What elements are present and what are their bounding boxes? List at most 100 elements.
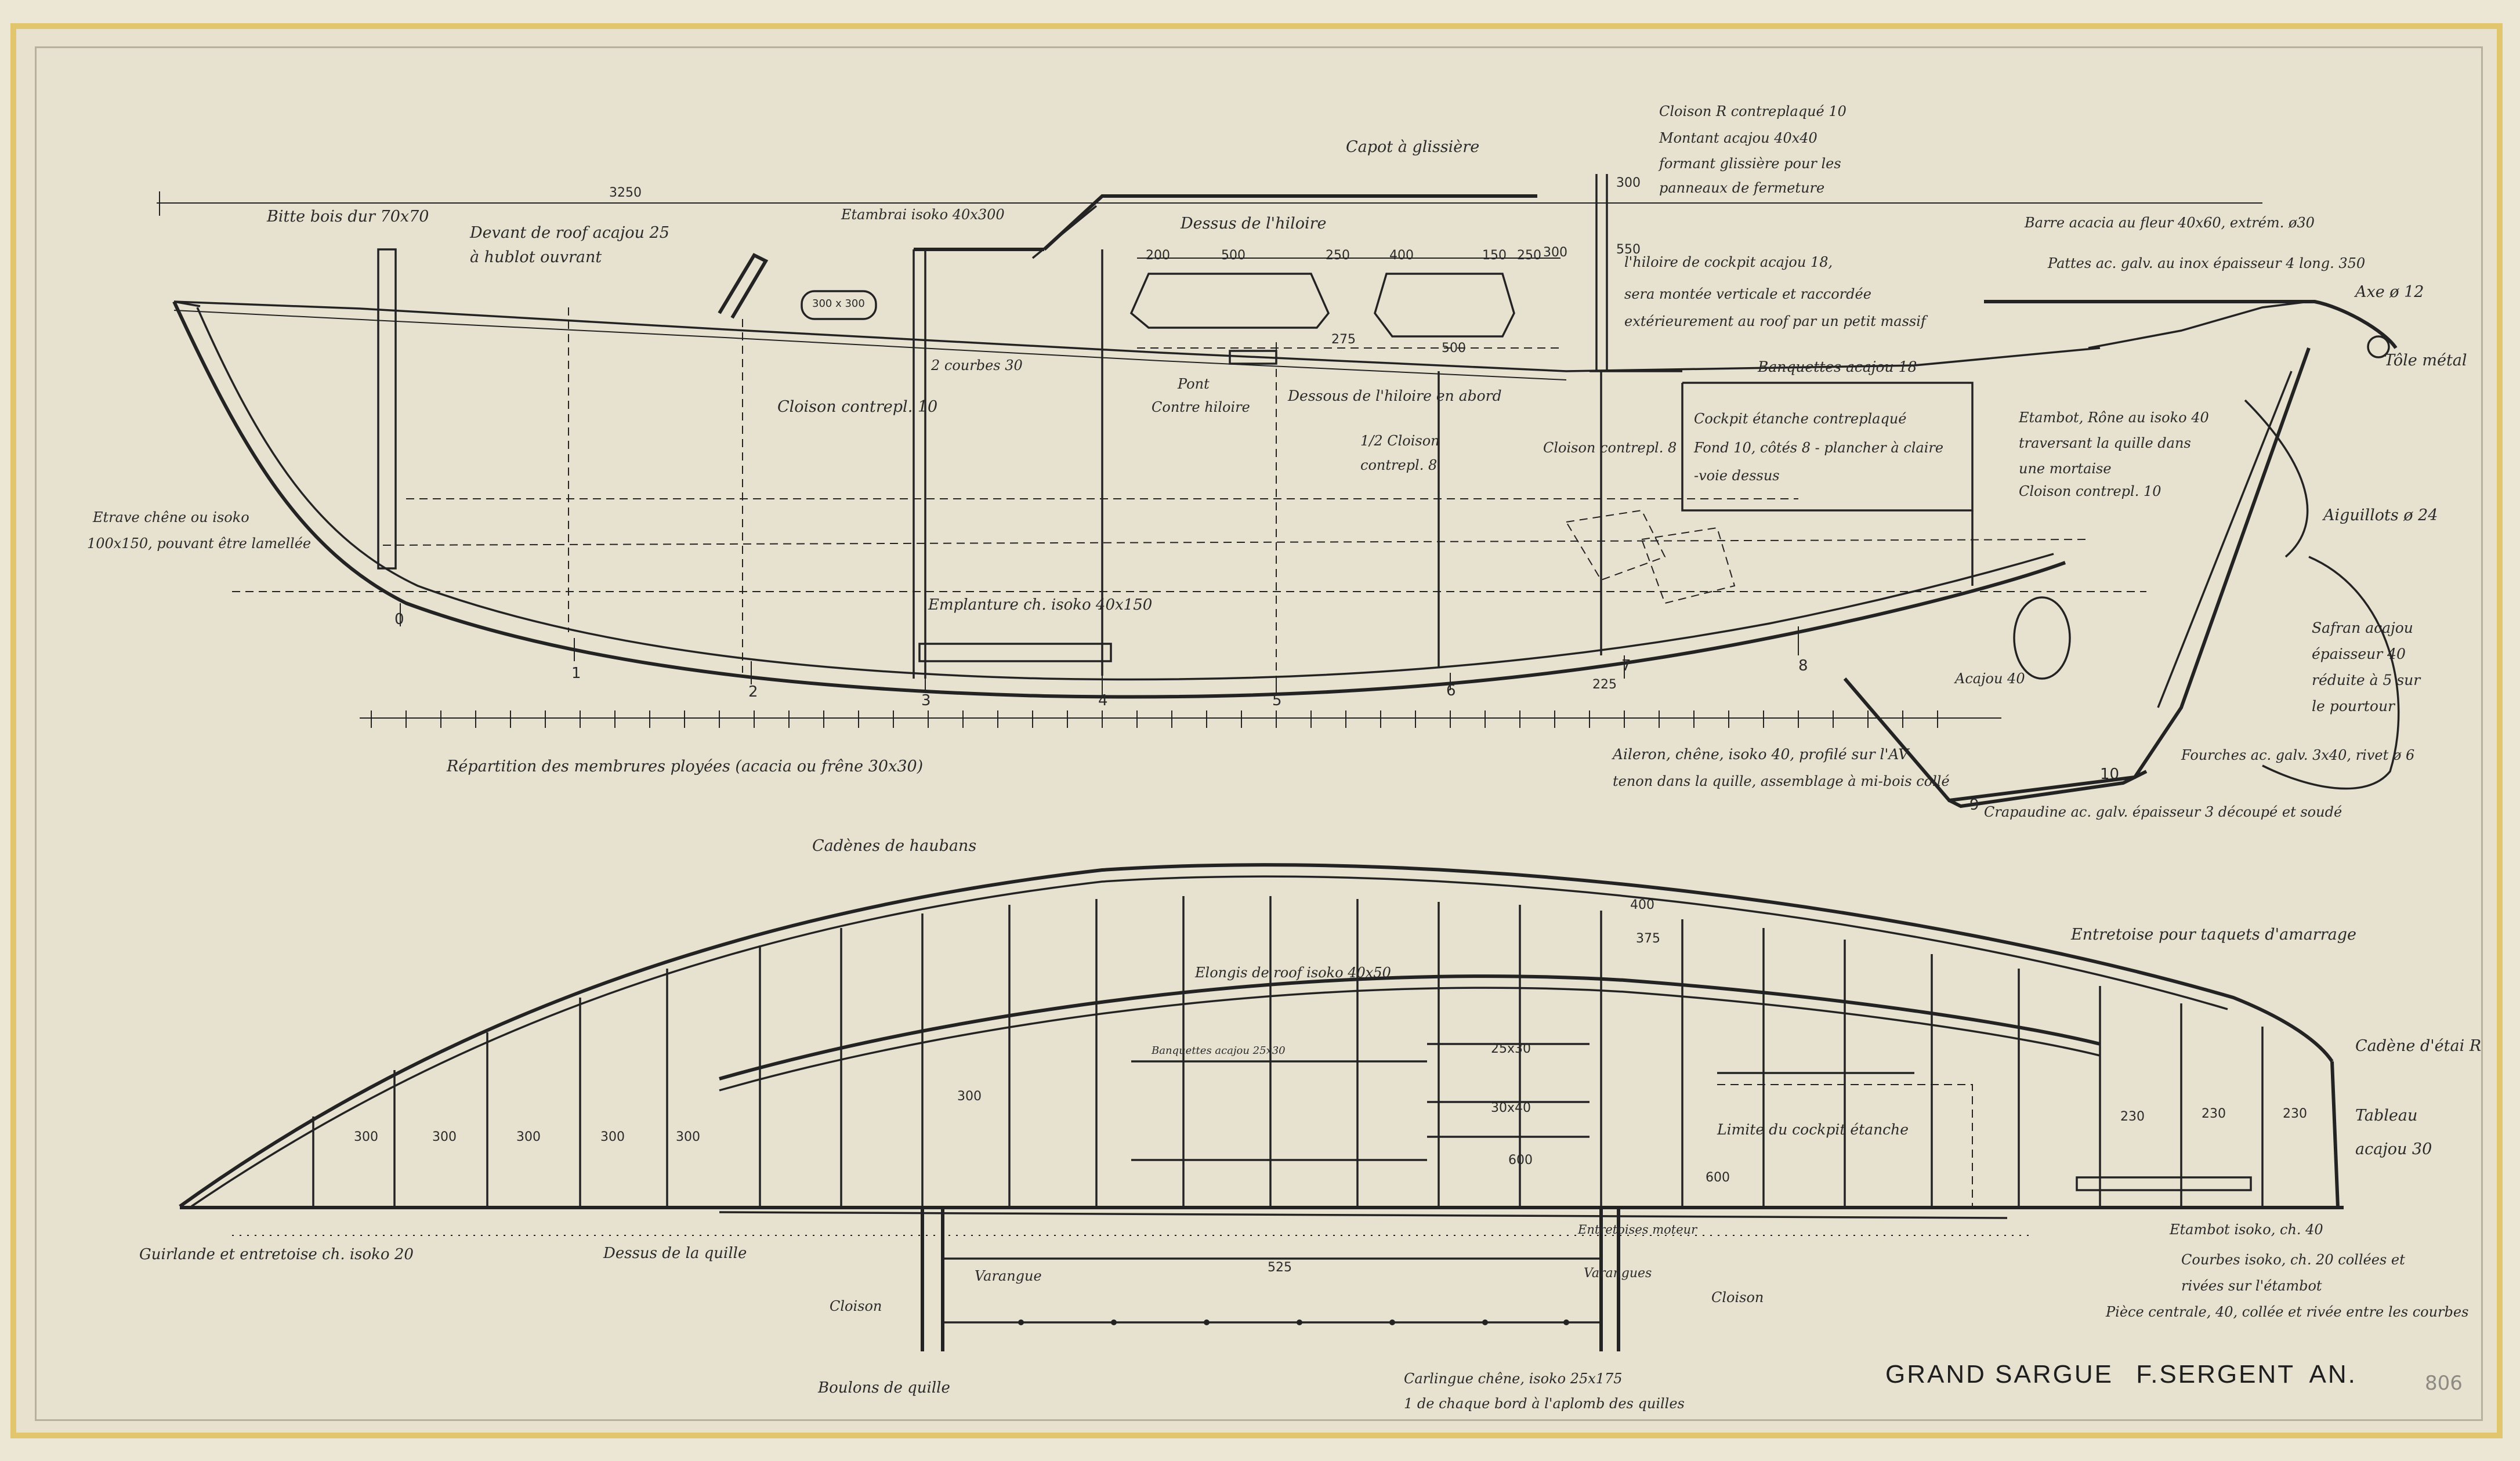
crapaudine: [1948, 770, 2148, 809]
label-etambot-plan: Etambot isoko, ch. 40: [2170, 1221, 2323, 1238]
frame-ticks: [371, 710, 1938, 728]
rudder-blade: [2262, 556, 2400, 790]
station-8: 8: [1798, 657, 1808, 675]
label-safran-3: réduite à 5 sur: [2312, 672, 2421, 688]
bitte-post: [377, 248, 397, 570]
designer-name: F.SERGENT: [2136, 1360, 2295, 1389]
dim-550: 550: [1616, 242, 1641, 257]
label-sera-montee: sera montée verticale et raccordée: [1624, 286, 1871, 302]
label-tole: Tôle métal: [2384, 351, 2467, 369]
label-emplanture: Emplanture ch. isoko 40x150: [928, 596, 1153, 614]
label-cockpit-3: -voie dessus: [1694, 467, 1780, 484]
label-entretoise-moteur: Entretoises moteur: [1578, 1223, 1697, 1237]
plan-dim-525: 525: [1268, 1260, 1292, 1275]
label-etrave-1: Etrave chêne ou isoko: [93, 509, 249, 525]
label-barre: Barre acacia au fleur 40x60, extrém. ø30: [2025, 215, 2315, 231]
plan-dim-300e: 300: [676, 1130, 700, 1144]
plan-dim-300a: 300: [354, 1130, 378, 1144]
label-etambrai: Etambrai isoko 40x300: [841, 206, 1005, 223]
label-etrave-2: 100x150, pouvant être lamellée: [87, 535, 312, 552]
label-safran-4: le pourtour: [2312, 698, 2395, 715]
cockpit-limit: [1717, 1084, 1973, 1208]
plan-dim-300f: 300: [957, 1089, 982, 1104]
label-varangues: Varangues: [1584, 1266, 1652, 1281]
plan-dim-300c: 300: [516, 1130, 541, 1144]
label-guirlande: Guirlande et entretoise ch. isoko 20: [139, 1246, 414, 1263]
label-elongis: Elongis de roof isoko 40x50: [1195, 965, 1391, 981]
plan-dim-375: 375: [1636, 931, 1660, 946]
label-bitte: Bitte bois dur 70x70: [267, 208, 429, 226]
label-repartition: Répartition des membrures ployées (acaci…: [447, 757, 924, 775]
station-lines: [400, 603, 1799, 696]
plan-dim-600: 600: [1508, 1153, 1533, 1168]
roof-front: [718, 253, 769, 319]
dim-200a: 200: [1146, 248, 1170, 263]
label-cuisine: Banquettes acajou 25x30: [1152, 1045, 1286, 1057]
coachroof-window-1: [1129, 273, 1330, 329]
label-contre-hiloire: Contre hiloire: [1152, 399, 1250, 415]
label-fourches: Fourches ac. galv. 3x40, rivet ø 6: [2181, 747, 2415, 763]
carlingue: [943, 1257, 1601, 1324]
label-safran-2: épaisseur 40: [2312, 646, 2406, 662]
label-acajou: Acajou 40: [1955, 670, 2025, 687]
dim-300: 300: [1543, 245, 1567, 260]
label-tableau-1: Tableau: [2355, 1107, 2418, 1125]
keel-bolts: [1018, 1319, 1569, 1325]
label-piece-centrale: Pièce centrale, 40, collée et rivée entr…: [2106, 1304, 2469, 1320]
label-aileron-1: Aileron, chêne, isoko 40, profilé sur l'…: [1613, 746, 1909, 763]
station-10: 10: [2100, 766, 2120, 783]
plan-dim-30x40: 30x40: [1491, 1101, 1531, 1115]
plan-dim-600b: 600: [1706, 1170, 1730, 1185]
label-etambot-2: traversant la quille dans: [2019, 435, 2191, 451]
label-capot: Capot à glissière: [1346, 138, 1480, 156]
label-half-cloison: 1/2 Cloison: [1360, 433, 1440, 449]
engine-outline: [1565, 509, 1736, 604]
label-cloison-10: Cloison contrepl. 10: [777, 398, 938, 416]
station-3: 3: [921, 692, 931, 709]
hull-outline: [172, 300, 2066, 699]
plan-dim-400: 400: [1630, 898, 1654, 912]
profile-view: [157, 174, 2400, 809]
label-courbes-plan-2: rivées sur l'étambot: [2181, 1278, 2322, 1294]
transom: [2330, 1061, 2340, 1208]
station-2: 2: [748, 683, 758, 701]
emplanture: [918, 643, 1112, 662]
dim-500b: 500: [1442, 341, 1466, 356]
label-dessous-hiloire: Dessous de l'hiloire en abord: [1288, 387, 1502, 404]
label-cloison-contrepl-8: Cloison contrepl. 8: [1543, 440, 1677, 456]
propeller: [2013, 596, 2071, 680]
label-cockpit-2: Fond 10, côtés 8 - plancher à claire: [1694, 440, 1944, 456]
dim-250a: 250: [1326, 248, 1350, 263]
keel-section: [921, 1208, 1620, 1351]
deck-outline: [179, 863, 2334, 1208]
label-devant-roof: Devant de roof acajou 25: [470, 224, 669, 242]
plan-frames: [312, 896, 2264, 1208]
sheer-line: [173, 300, 2101, 372]
label-hublot-size: 300 x 300: [812, 298, 865, 310]
station-4: 4: [1098, 692, 1108, 709]
label-aileron-2: tenon dans la quille, assemblage à mi-bo…: [1613, 773, 1950, 789]
drawing-paper: [35, 46, 2483, 1421]
label-dessus-hiloire: Dessus de l'hiloire: [1181, 215, 1327, 233]
label-varangue: Varangue: [975, 1268, 1042, 1284]
label-courbes-30: 2 courbes 30: [931, 357, 1023, 374]
station-1: 1: [571, 665, 581, 682]
title-suffix: AN.: [2309, 1360, 2357, 1389]
dim-275: 275: [1331, 332, 1356, 347]
plan-dim-300d: 300: [600, 1130, 625, 1144]
label-hiloire-cockpit: l'hiloire de cockpit acajou 18,: [1624, 254, 1833, 270]
dim-250b: 250: [1517, 248, 1541, 263]
station-9: 9: [1969, 796, 1979, 814]
label-courbes-plan-1: Courbes isoko, ch. 20 collées et: [2181, 1252, 2405, 1268]
label-aiguillots: Aiguillots ø 24: [2323, 506, 2438, 524]
tiller-bar: [1984, 300, 2398, 349]
label-cloison-r: Cloison R contreplaqué 10: [1659, 103, 1846, 119]
label-cadene-etai: Cadène d'étai R: [2355, 1037, 2482, 1055]
label-etambot-3: une mortaise: [2019, 461, 2112, 477]
label-pattes: Pattes ac. galv. au inox épaisseur 4 lon…: [2048, 255, 2366, 271]
label-formant: formant glissière pour les: [1659, 155, 1841, 172]
dim-225: 225: [1592, 677, 1617, 692]
label-pont: Pont: [1178, 376, 1210, 392]
